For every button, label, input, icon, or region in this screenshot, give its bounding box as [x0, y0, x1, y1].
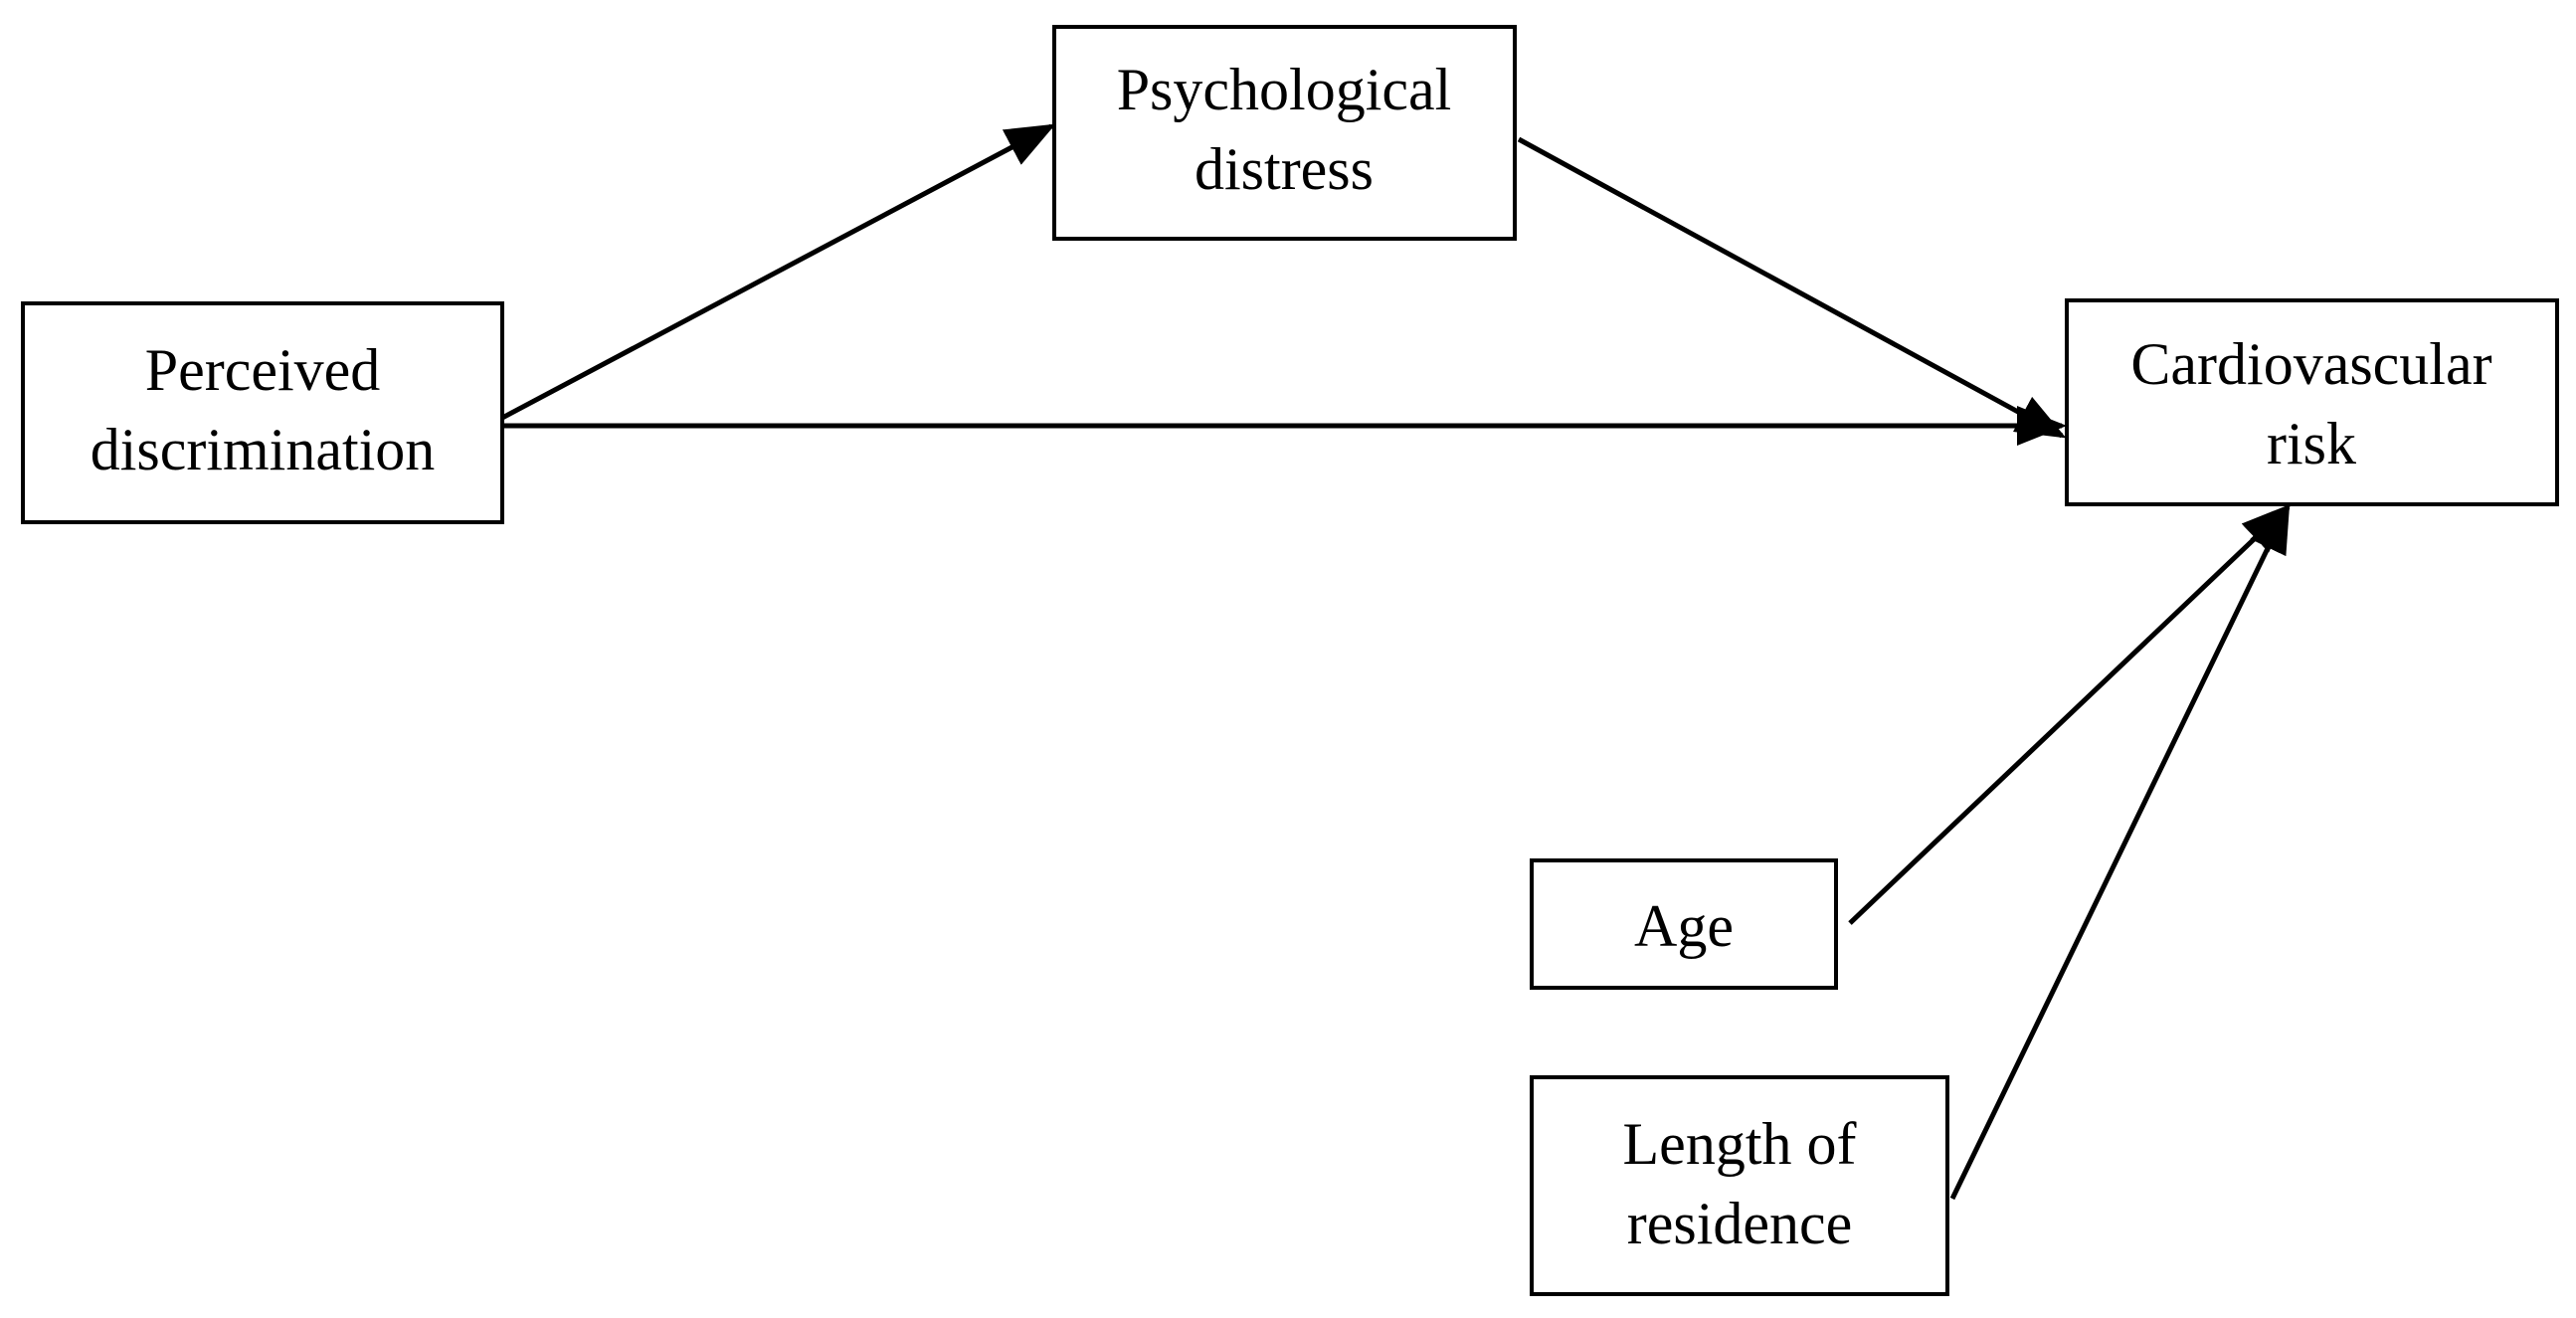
node-box [21, 301, 504, 524]
node-age: Age [1530, 858, 1838, 990]
node-label-line1: Perceived [145, 337, 381, 403]
node-label-line2: discrimination [91, 417, 436, 482]
node-label-line1: Length of [1623, 1111, 1857, 1177]
edge-age-to-cardiovascular [1848, 503, 2292, 925]
node-length-of-residence: Length of residence [1530, 1075, 1949, 1296]
node-label-line2: distress [1195, 136, 1374, 202]
edge-distress-to-cardiovascular [1517, 136, 2067, 439]
node-label-line2: residence [1627, 1191, 1853, 1256]
node-perceived-discrimination: Perceived discrimination [21, 301, 504, 524]
node-label-line1: Cardiovascular [2130, 331, 2491, 397]
node-box [1530, 1075, 1949, 1296]
edge-residence-to-cardiovascular [1949, 502, 2291, 1201]
node-label-line1: Psychological [1117, 57, 1452, 122]
node-box [1530, 858, 1838, 990]
node-label-line2: risk [2267, 411, 2356, 476]
node-label-line1: Age [1634, 893, 1734, 959]
edge-discrimination-to-distress [485, 123, 1056, 429]
node-psychological-distress: Psychological distress [1052, 25, 1517, 241]
node-cardiovascular-risk: Cardiovascular risk [2065, 298, 2559, 506]
node-box [2065, 298, 2559, 506]
node-box [1052, 25, 1517, 241]
